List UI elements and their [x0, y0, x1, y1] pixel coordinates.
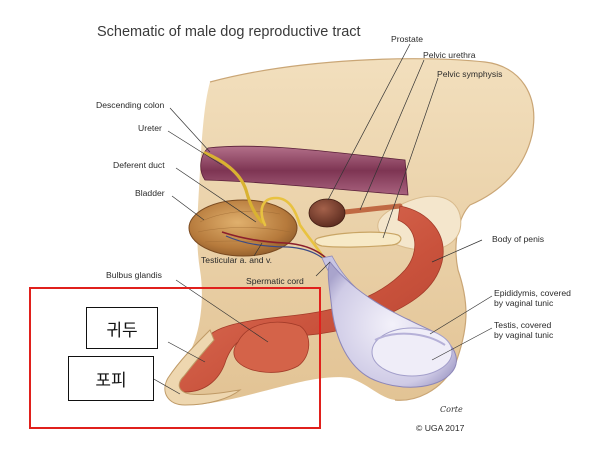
prepuce	[164, 329, 242, 406]
label-body-of-penis: Body of penis	[492, 234, 544, 244]
epididymis	[374, 332, 446, 346]
leader-lines	[151, 43, 493, 395]
body-skin-outline	[209, 58, 535, 401]
label-testis-line1: Testis, covered	[494, 320, 552, 330]
annotation-glans-text: 귀두	[106, 320, 138, 341]
pelvic-symphysis-shape	[314, 231, 402, 248]
label-testicular: Testicular a. and v.	[201, 255, 272, 265]
label-bladder: Bladder	[135, 188, 165, 198]
label-pelvic-symphysis: Pelvic symphysis	[437, 69, 502, 79]
bulbus-glandis	[233, 321, 310, 373]
pelvic-urethra	[342, 203, 403, 215]
descending-colon	[200, 145, 409, 196]
testicular-vessels	[221, 231, 327, 259]
annotation-box-prepuce: 포피	[68, 356, 154, 401]
copyright-notice: © UGA 2017	[416, 423, 465, 433]
label-pelvic-urethra: Pelvic urethra	[423, 50, 476, 60]
label-ureter: Ureter	[138, 123, 162, 133]
testicular-vessels-2	[225, 235, 328, 263]
label-bulbus-glandis: Bulbus glandis	[106, 270, 162, 280]
label-testis-line2: by vaginal tunic	[494, 330, 554, 340]
label-deferent-duct: Deferent duct	[113, 160, 165, 170]
testis	[371, 327, 453, 377]
annotation-prepuce-text: 포피	[95, 371, 127, 391]
artist-signature: Corte	[440, 405, 463, 414]
annotation-box-glans: 귀두	[86, 307, 158, 349]
label-spermatic-cord: Spermatic cord	[246, 276, 304, 286]
deferent-duct	[260, 196, 328, 264]
ureter	[203, 151, 264, 224]
diagram-title: Schematic of male dog reproductive tract	[97, 24, 361, 40]
label-epididymis-line1: Epididymis, covered	[494, 288, 571, 298]
label-prostate: Prostate	[391, 34, 423, 44]
label-descending-colon: Descending colon	[96, 100, 165, 110]
highlight-frame	[29, 287, 321, 429]
label-epididymis-line2: by vaginal tunic	[494, 298, 554, 308]
bladder-texture	[197, 210, 291, 246]
prostate	[308, 198, 346, 228]
body-skin-region	[165, 58, 534, 406]
bladder	[188, 199, 298, 257]
